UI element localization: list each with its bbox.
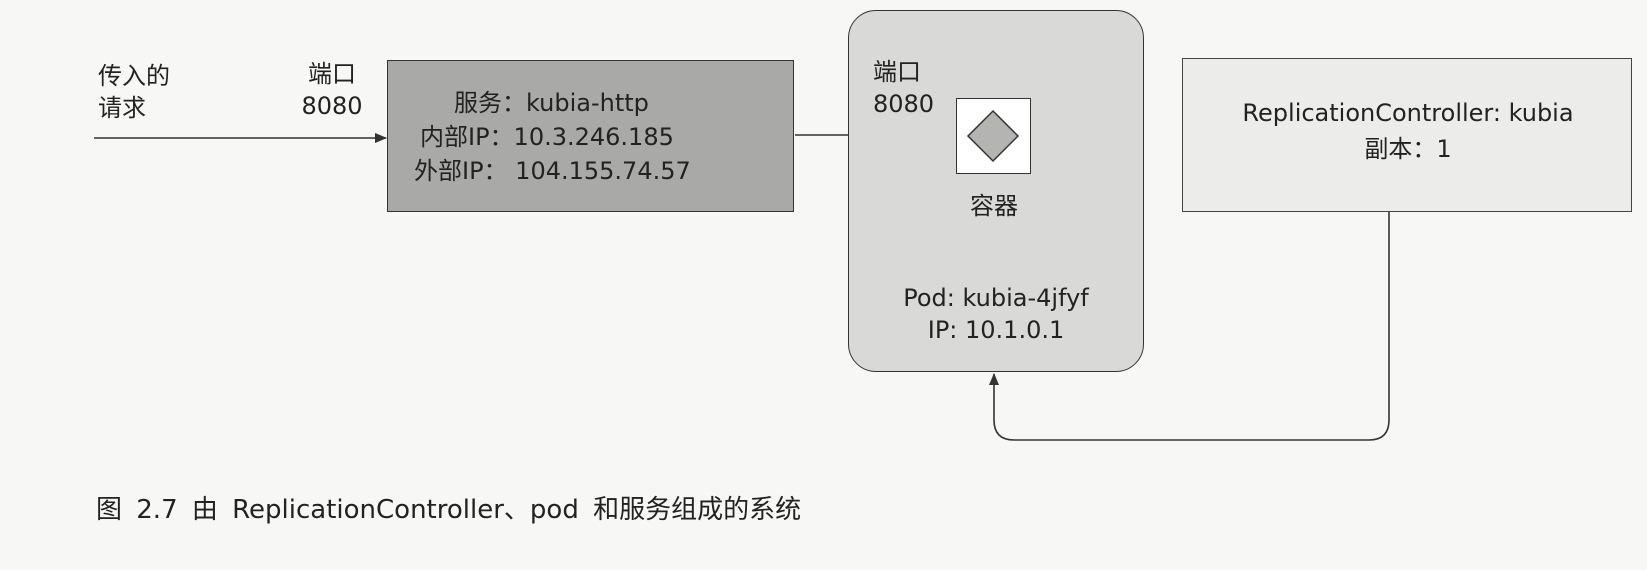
rc-to-pod-arrow [989,212,1390,441]
pod-ip: IP: 10.1.0.1 [927,316,1065,344]
service-name: 服务：kubia-http [454,89,649,117]
rc-replicas: 副本：1 [1364,135,1452,163]
rc-text: ReplicationController: kubia 副本：1 [1183,97,1633,165]
service-port-text: 端口 [308,60,356,88]
pod-port-label: 端口 8080 [873,56,934,120]
service-internal-ip: 内部IP：10.3.246.185 [420,123,674,151]
incoming-request-label: 传入的 请求 [98,60,170,124]
pod-name: Pod: kubia-4jfyf [903,284,1089,312]
service-port-label: 端口 8080 [296,58,368,122]
container-label: 容器 [970,192,1018,220]
incoming-line2: 请求 [98,94,146,122]
service-external-ip: 外部IP： 104.155.74.57 [414,157,691,185]
pod-port-number: 8080 [873,90,935,118]
pod-box [848,10,1144,372]
replication-controller-box: ReplicationController: kubia 副本：1 [1182,58,1632,212]
service-text: 服务：kubia-http 内部IP：10.3.246.185 外部IP： 10… [414,86,691,188]
service-port-number: 8080 [301,92,363,120]
figure-caption: 图 2.7 由 ReplicationController、pod 和服务组成的… [96,495,802,525]
service-box: 服务：kubia-http 内部IP：10.3.246.185 外部IP： 10… [387,60,794,212]
rc-name: ReplicationController: kubia [1242,99,1574,127]
pod-info: Pod: kubia-4jfyf IP: 10.1.0.1 [868,282,1124,346]
pod-port-text: 端口 [873,58,921,86]
incoming-line1: 传入的 [98,62,170,90]
container-box [956,98,1031,174]
container-diamond-icon [966,109,1020,163]
